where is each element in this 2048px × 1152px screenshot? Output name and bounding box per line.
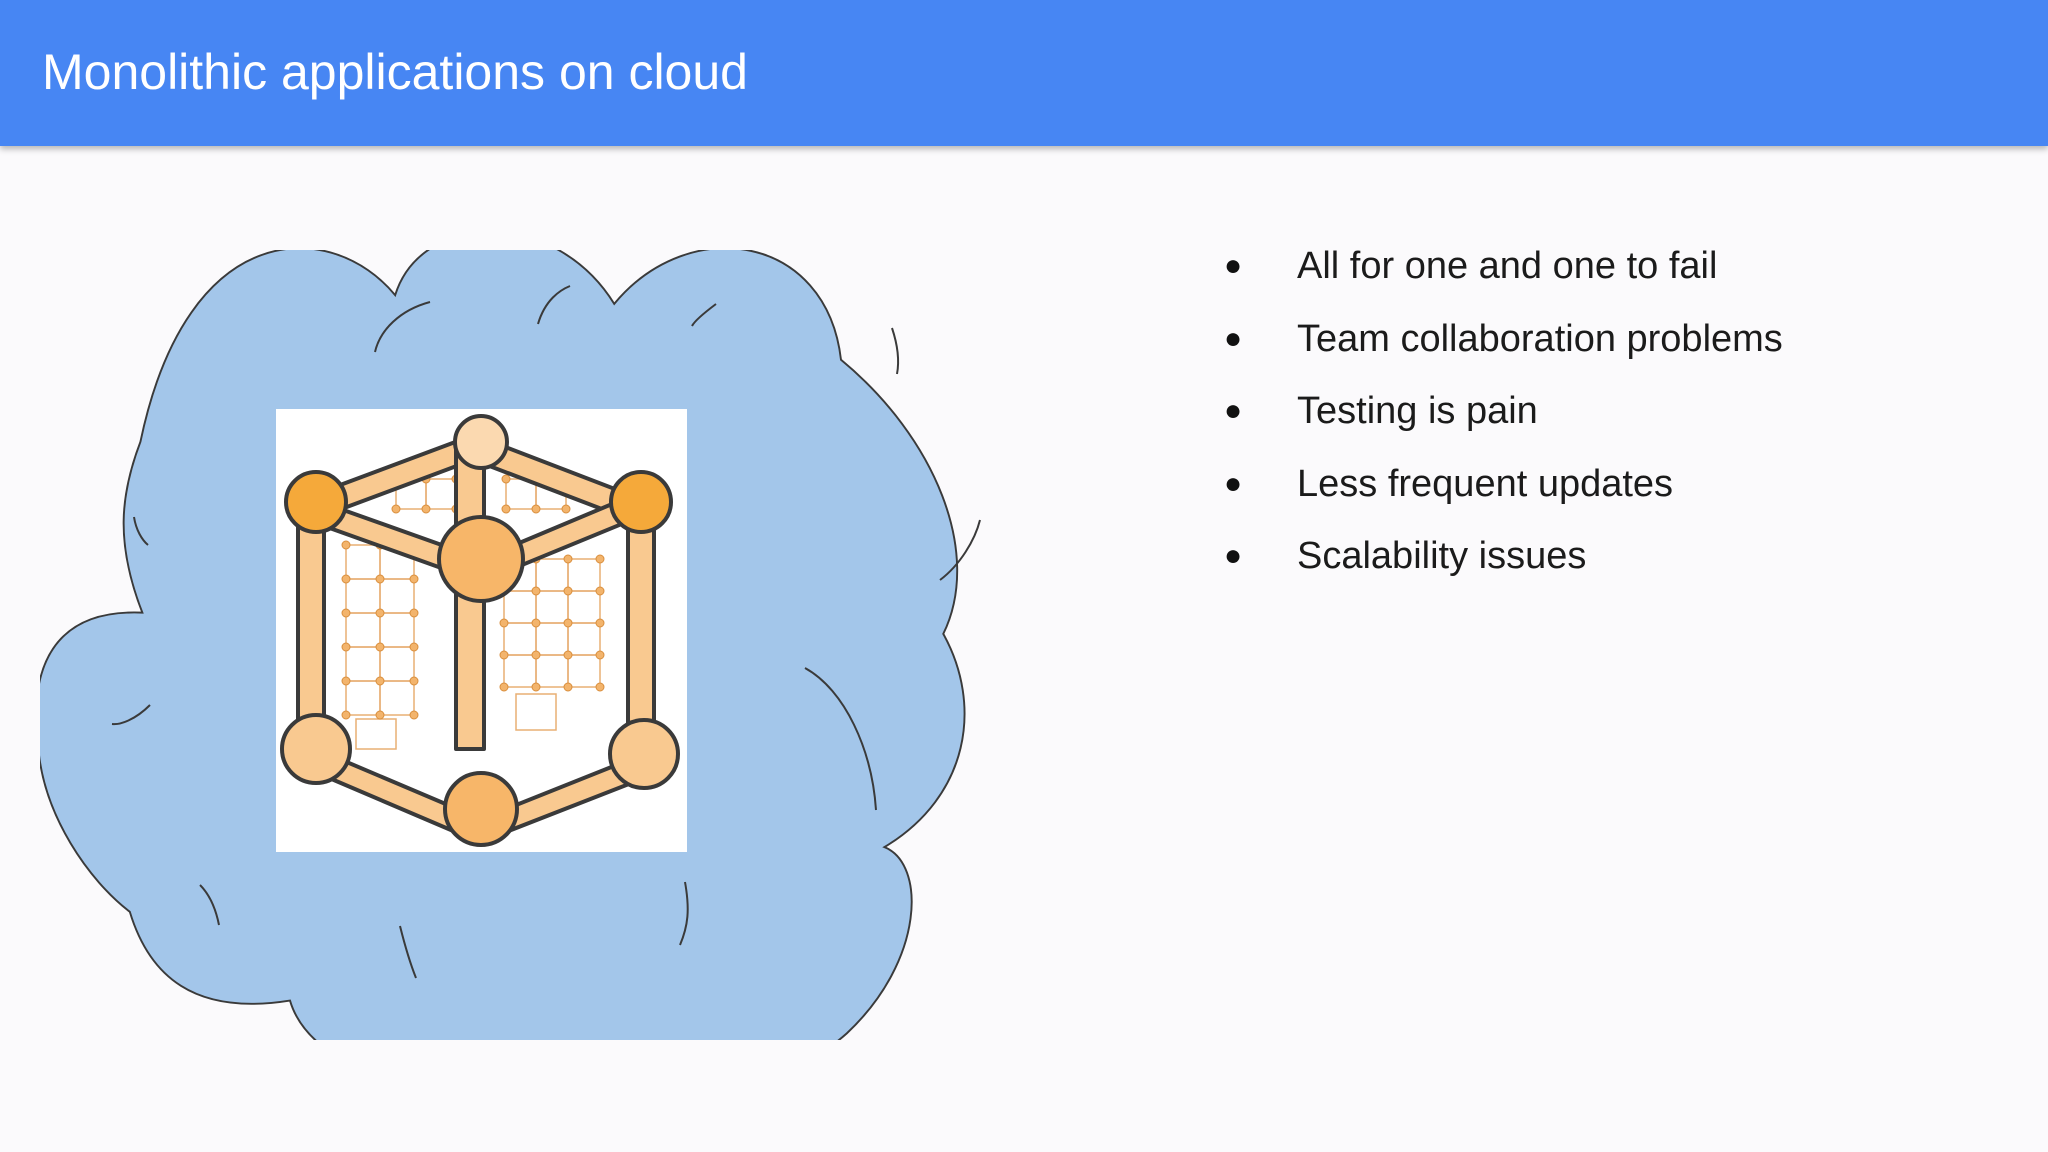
title-bar: Monolithic applications on cloud bbox=[0, 0, 2048, 146]
bullet-text: Scalability issues bbox=[1297, 535, 1587, 577]
bullet-text: Testing is pain bbox=[1297, 390, 1538, 432]
bullet-icon: ● bbox=[1224, 249, 1243, 282]
bullet-text: Less frequent updates bbox=[1297, 462, 1674, 505]
bullet-text: Team collaboration problems bbox=[1297, 317, 1783, 360]
slide-title: Monolithic applications on cloud bbox=[42, 44, 748, 100]
bullet-icon: ● bbox=[1224, 394, 1243, 427]
bullet-icon: ● bbox=[1224, 466, 1243, 500]
monolith-cube-icon bbox=[276, 409, 687, 852]
bullet-icon: ● bbox=[1224, 321, 1243, 355]
bullet-icon: ● bbox=[1224, 539, 1243, 572]
bullet-text: All for one and one to fail bbox=[1297, 245, 1718, 287]
